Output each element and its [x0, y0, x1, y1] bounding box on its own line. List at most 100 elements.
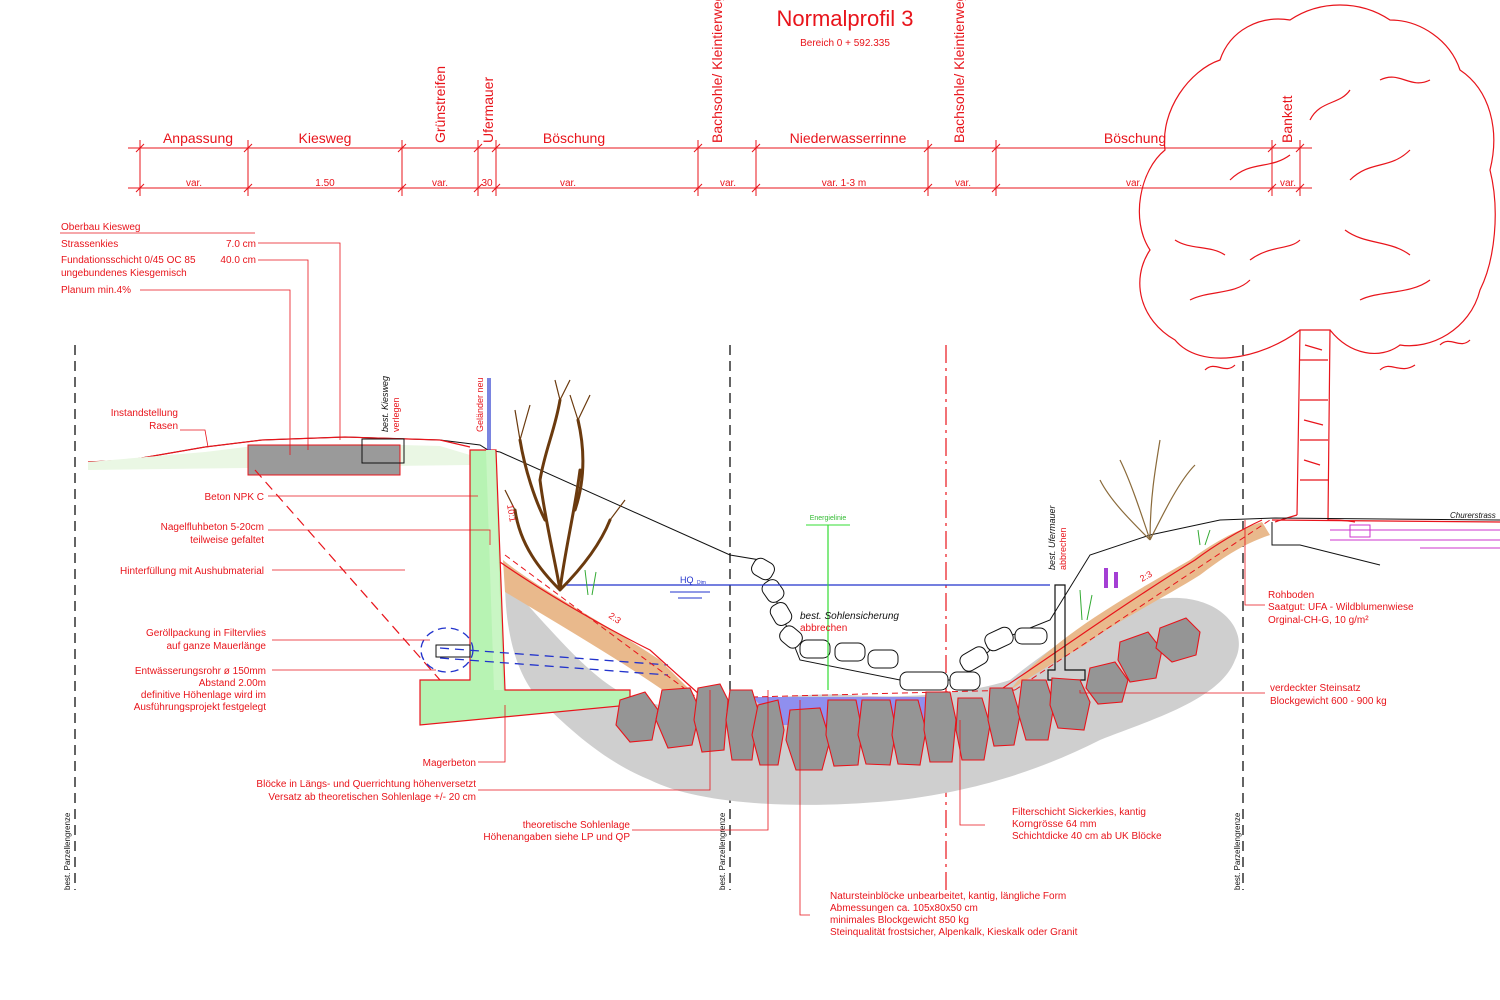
shrub-left-branches [504, 379, 626, 521]
excavation-line [254, 469, 441, 681]
label-nagelfluhbeton: Nagelfluhbeton 5-20cm [161, 522, 264, 533]
oberbau-fundation-value: 40.0 cm [220, 255, 256, 266]
parcel-label-left: best. Parzellengrenze [63, 812, 72, 890]
stone-blocks [615, 617, 1201, 771]
label-hinterfuellung: Hinterfüllung mit Aushubmaterial [120, 566, 264, 577]
road-label: Churerstrass [1450, 511, 1496, 520]
label-abstand: Abstand 2.00m [199, 678, 266, 689]
label-verdeckter-steinsatz: verdeckter Steinsatz [1270, 683, 1361, 694]
road-curb [1349, 524, 1371, 538]
dim-width-bachsohle-left: var. [720, 178, 736, 189]
label-ufermauer-best: best. Ufermauer [1047, 504, 1057, 570]
label-rohboden: Rohboden [1268, 590, 1314, 601]
label-mauerlaenge: auf ganze Mauerlänge [166, 641, 266, 652]
oberbau-planum: Planum min.4% [61, 285, 131, 296]
dim-width-bachsohle-right: var. [955, 178, 971, 189]
label-blockgewicht-verdeckt: Blockgewicht 600 - 900 kg [1270, 696, 1387, 707]
dim-width-gruenstreifen: var. [432, 178, 448, 189]
dim-anpassung: Anpassung [163, 130, 233, 146]
road-layers [1330, 529, 1500, 549]
label-instandstellung: Instandstellung [111, 408, 178, 419]
theoretical-bed-line [751, 689, 1016, 698]
label-geroell: Geröllpackung in Filtervlies [146, 628, 266, 639]
label-magerbeton: Magerbeton [423, 758, 476, 769]
terrain-right-new [1271, 519, 1500, 523]
label-hoehenlage: definitive Höhenlage wird im [141, 690, 266, 701]
existing-stones [751, 557, 1048, 691]
gravel-packing [420, 627, 474, 673]
dim-ufermauer: Ufermauer [480, 77, 496, 143]
label-hoehenangaben: Höhenangaben siehe LP und QP [483, 832, 630, 843]
label-gefaltet: teilweise gefaltet [190, 535, 264, 546]
dim-bachsohle-left-text: Bachsohle/ Kleintierweg [709, 0, 725, 143]
oberbau-strassenkies: Strassenkies [61, 239, 118, 250]
label-ufermauer-abbrechen: abbrechen [1058, 527, 1068, 570]
dim-width-bankett: var. [1280, 178, 1296, 189]
shrub-right [1099, 439, 1196, 541]
label-filterschicht: Filterschicht Sickerkies, kantig [1012, 807, 1146, 818]
dim-boeschung-left: Böschung [543, 130, 605, 146]
label-schichtdicke: Schichtdicke 40 cm ab UK Blöcke [1012, 831, 1162, 842]
kiesweg-existing [361, 438, 405, 464]
existing-ufermauer [1047, 584, 1086, 681]
oberbau-strassenkies-value: 7.0 cm [226, 239, 256, 250]
dim-width-niederwasserrinne: var. 1-3 m [822, 178, 866, 189]
dim-gruenstreifen: Grünstreifen [432, 66, 448, 143]
parcel-label-mid: best. Parzellengrenze [718, 812, 727, 890]
oberbau-fundation: Fundationsschicht 0/45 OC 85 [61, 255, 196, 266]
slope-left-dashed [504, 554, 701, 701]
dim-boeschung-right: Böschung [1104, 130, 1166, 146]
dim-width-boeschung-right: var. [1126, 178, 1142, 189]
label-bloecke: Blöcke in Längs- und Querrichtung höhenv… [256, 779, 476, 790]
label-rasen: Rasen [149, 421, 178, 432]
drawing-title: Normalprofil 3 [777, 6, 914, 31]
dim-width-anpassung: var. [186, 178, 202, 189]
energy-label: Energielinie [810, 515, 847, 522]
kiesweg-new [247, 444, 401, 476]
wall-facing [486, 450, 503, 690]
label-sohlenlage: theoretische Sohlenlage [523, 820, 631, 831]
label-kiesweg-best: best. Kiesweg [380, 376, 390, 432]
label-abmessungen: Abmessungen ca. 105x80x50 cm [830, 903, 978, 914]
drain-pipe-end [435, 644, 471, 658]
oberbau-heading: Oberbau Kiesweg [61, 222, 141, 233]
slope-right-dashed [1014, 519, 1271, 691]
label-saatgut: Saatgut: UFA - Wildblumenwiese [1268, 602, 1414, 613]
label-natursteinbloecke: Natursteinblöcke unbearbeitet, kantig, l… [830, 891, 1066, 902]
dim-width-ufermauer: 30 [481, 178, 493, 189]
label-orginal: Orginal-CH-G, 10 g/m² [1268, 615, 1369, 626]
dimension-labels: Anpassung Kiesweg Grünstreifen Ufermauer… [163, 0, 1296, 189]
topsoil-right [1010, 522, 1270, 690]
drawing-subtitle: Bereich 0 + 592.335 [800, 38, 890, 49]
slope-right [999, 519, 1263, 691]
filter-gravel-layer [505, 580, 1239, 805]
dim-bachsohle-right-text: Bachsohle/ Kleintierweg [951, 0, 967, 143]
label-blockgewicht: minimales Blockgewicht 850 kg [830, 915, 969, 926]
label-ausfuehrung: Ausführungsprojekt festgelegt [134, 702, 267, 713]
hq-label-sub: Dim [697, 580, 706, 586]
slope-left [499, 561, 701, 696]
drain-pipe [439, 647, 669, 676]
dim-width-boeschung-left: var. [560, 178, 576, 189]
label-gelaender: Geländer neu [475, 377, 485, 432]
hq-label: HQ [680, 575, 694, 585]
plants [584, 529, 1211, 621]
label-steinqualitaet: Steinqualität frostsicher, Alpenkalk, Ki… [830, 927, 1078, 938]
dim-bachsohle-left: Bachsohle/ Kleintierweg [709, 0, 725, 143]
label-beton: Beton NPK C [205, 492, 264, 503]
label-entwaesserung: Entwässerungsrohr ø 150mm [135, 666, 266, 677]
oberbau-gemisch: ungebundenes Kiesgemisch [61, 268, 187, 279]
road-edge [1271, 522, 1381, 566]
label-sohlensicherung: best. Sohlensicherung [800, 611, 899, 622]
label-kiesweg-verlegen: verlegen [391, 397, 401, 432]
shrub-left [513, 398, 612, 592]
label-korngroesse: Korngrösse 64 mm [1012, 819, 1096, 830]
label-slope-right: 2:3 [1138, 569, 1154, 584]
purple-flowers [1104, 568, 1118, 588]
annotations: Oberbau Kiesweg Strassenkies 7.0 cm Fund… [61, 222, 1414, 938]
label-sohlensicherung-abbrechen: abbrechen [800, 623, 847, 634]
parcel-label-right: best. Parzellengrenze [1233, 812, 1242, 890]
dim-bachsohle-right: Bachsohle/ Kleintierweg [951, 0, 967, 143]
tree-illustration [1138, 4, 1496, 523]
